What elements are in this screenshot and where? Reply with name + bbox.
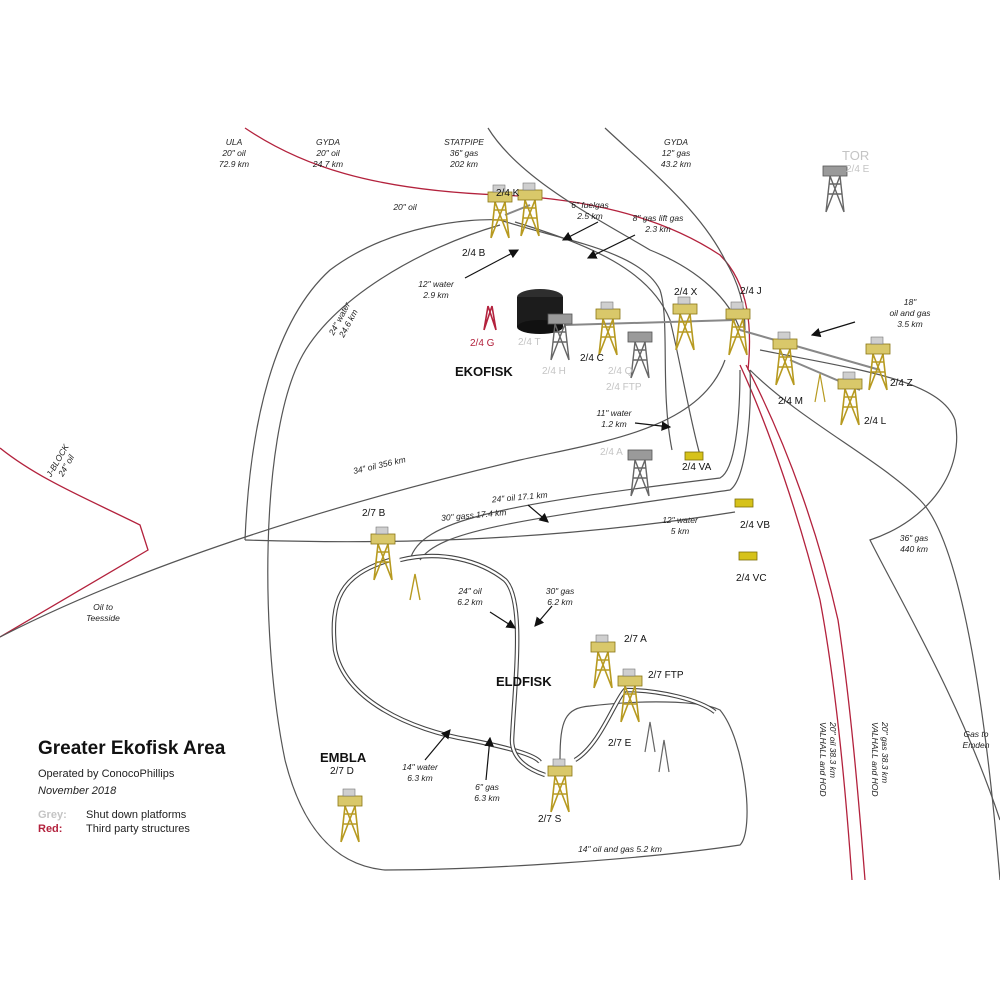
- date-label: November 2018: [38, 785, 117, 797]
- pipe-label-gaslift-2: 2.3 km: [644, 224, 671, 234]
- pipe-label-gyda1-2: 20" oil: [315, 148, 340, 158]
- eldfisk-bundles: [331, 553, 717, 778]
- pipe-label-water14-2: 6.3 km: [407, 773, 433, 783]
- platform-icons: [337, 165, 891, 843]
- pipe-label-gas30b-2: 6.2 km: [547, 597, 573, 607]
- platform-label-2-4-g: 2/4 G: [470, 338, 495, 349]
- platform-label-2-4-j: 2/4 J: [740, 286, 762, 297]
- field-name-embla: EMBLA: [320, 750, 367, 765]
- pipe-label-water11-2: 1.2 km: [601, 419, 627, 429]
- legend-grey-key: Grey:: [38, 809, 67, 821]
- operator-label: Operated by ConocoPhillips: [38, 768, 175, 780]
- pipe-label-ula-2: 20" oil: [221, 148, 246, 158]
- pipe-label-oil24b-1: 24" oil: [457, 586, 482, 596]
- pipe-label-oil24a: 24" oil 17.1 km: [490, 490, 548, 505]
- pipe-label-gaslift-1: 8" gas lift gas: [633, 213, 684, 223]
- platform-label-2-7-s: 2/7 S: [538, 814, 562, 825]
- pipe-label-gyda2-2: 12" gas: [662, 148, 691, 158]
- legend-red-key: Red:: [38, 823, 63, 835]
- platform-label-2-4-vc: 2/4 VC: [736, 573, 767, 584]
- pipe-labels: ULA 20" oil 72.9 km GYDA 20" oil 24.7 km…: [44, 137, 990, 854]
- pipe-label-oil24b-2: 6.2 km: [457, 597, 483, 607]
- pipe-label-gyda2-1: GYDA: [664, 137, 688, 147]
- pipe-label-emden-1: Gas to: [963, 729, 988, 739]
- legend-grey-text: Shut down platforms: [86, 809, 187, 821]
- pipe-label-statpipe-1: STATPIPE: [444, 137, 484, 147]
- pipe-label-valhall1: VALHALL and HOD: [818, 722, 828, 797]
- pipe-label-teesside-2: Teesside: [86, 613, 120, 623]
- platform-label-2-4-c: 2/4 C: [580, 353, 604, 364]
- pipe-label-valhall1b: 20" oil 38.3 km: [828, 721, 838, 778]
- pipelines: [0, 127, 1000, 881]
- platform-label-2-4-z: 2/4 Z: [890, 378, 913, 389]
- pipe-label-gyda2-3: 43.2 km: [661, 159, 691, 169]
- platform-label-2-7-e: 2/7 E: [608, 738, 632, 749]
- platform-label-2-4-l: 2/4 L: [864, 416, 887, 427]
- pipe-label-og18-2: oil and gas: [889, 308, 931, 318]
- platform-label-2-7-ftp: 2/7 FTP: [648, 670, 684, 681]
- pipe-label-gas6-1: 6" gas: [475, 782, 500, 792]
- platform-label-2-4-e: 2/4 E: [846, 164, 870, 175]
- pipe-label-oil34: 34" oil 356 km: [352, 454, 406, 476]
- pipe-label-fuelgas-1: 6" fuelgas: [571, 200, 609, 210]
- pipe-label-emden-2: Emden: [963, 740, 990, 750]
- pipe-label-gas36-2: 440 km: [900, 544, 928, 554]
- pipe-label-water12-1: 12" water: [418, 279, 455, 289]
- pipe-label-valhall2b: 20" gas 38.3 km: [880, 721, 890, 783]
- platform-label-2-7-b: 2/7 B: [362, 508, 386, 519]
- pipe-label-teesside-1: Oil to: [93, 602, 113, 612]
- pipe-label-ula-3: 72.9 km: [219, 159, 249, 169]
- pipe-label-valhall2: VALHALL and HOD: [870, 722, 880, 797]
- pipe-label-fuelgas-2: 2.5 km: [576, 211, 603, 221]
- pipe-label-gas30b-1: 30" gas: [546, 586, 575, 596]
- platform-label-2-4-x: 2/4 X: [674, 287, 698, 298]
- platform-label-2-4-b: 2/4 B: [462, 248, 486, 259]
- platform-label-2-4-ftp: 2/4 FTP: [606, 382, 642, 393]
- platform-label-2-7-d: 2/7 D: [330, 766, 354, 777]
- field-name-tor: TOR: [842, 148, 869, 163]
- platform-label-2-4-m: 2/4 M: [778, 396, 803, 407]
- label-arrows: [424, 221, 856, 781]
- pipe-label-water12b-2: 5 km: [671, 526, 689, 536]
- pipe-label-og14: 14" oil and gas 5.2 km: [578, 844, 662, 854]
- platform-label-2-7-a: 2/7 A: [624, 634, 647, 645]
- platform-label-2-4-t: 2/4 T: [518, 337, 541, 348]
- pipe-label-gas36-1: 36" gas: [900, 533, 929, 543]
- pipe-label-og18-3: 3.5 km: [897, 319, 923, 329]
- pipe-label-water12-2: 2.9 km: [422, 290, 449, 300]
- pipe-label-gas6-2: 6.3 km: [474, 793, 500, 803]
- pipe-label-gas30a: 30" gass 17.4 km: [441, 507, 507, 523]
- third-party-lines: [0, 127, 866, 881]
- legend-red-text: Third party structures: [86, 823, 190, 835]
- field-names: EKOFISK ELDFISK EMBLA TOR: [320, 148, 869, 765]
- platform-label-2-4-a: 2/4 A: [600, 447, 623, 458]
- pipe-label-water14-1: 14" water: [402, 762, 439, 772]
- platform-label-2-4-va: 2/4 VA: [682, 462, 712, 473]
- pipe-label-ula-1: ULA: [226, 137, 243, 147]
- pipe-label-statpipe-3: 202 km: [449, 159, 478, 169]
- pipe-label-water12b-1: 12" water: [662, 515, 699, 525]
- pipe-label-og18-1: 18": [904, 297, 917, 307]
- platform-label-2-4-q: 2/4 Q: [608, 366, 633, 377]
- map-title: Greater Ekofisk Area: [38, 738, 226, 759]
- pipe-label-gyda1-3: 24.7 km: [312, 159, 343, 169]
- platform-label-2-4-h: 2/4 H: [542, 366, 566, 377]
- pipe-label-gyda1-1: GYDA: [316, 137, 340, 147]
- legend-grey-row: Grey: Shut down platforms: [38, 809, 186, 821]
- pipe-label-statpipe-2: 36" gas: [450, 148, 479, 158]
- platform-label-2-4-vb: 2/4 VB: [740, 520, 770, 531]
- platform-label-2-4-k: 2/4 K: [496, 188, 520, 199]
- platform-labels: 2/4 K 2/4 B 2/4 G 2/4 T 2/4 H 2/4 C 2/4 …: [330, 164, 913, 825]
- field-name-eldfisk: ELDFISK: [496, 674, 552, 689]
- pipe-label-20-oil: 20" oil: [392, 202, 417, 212]
- field-name-ekofisk: EKOFISK: [455, 364, 513, 379]
- pipe-label-water11-1: 11" water: [597, 408, 633, 418]
- legend-red-row: Red: Third party structures: [38, 823, 190, 835]
